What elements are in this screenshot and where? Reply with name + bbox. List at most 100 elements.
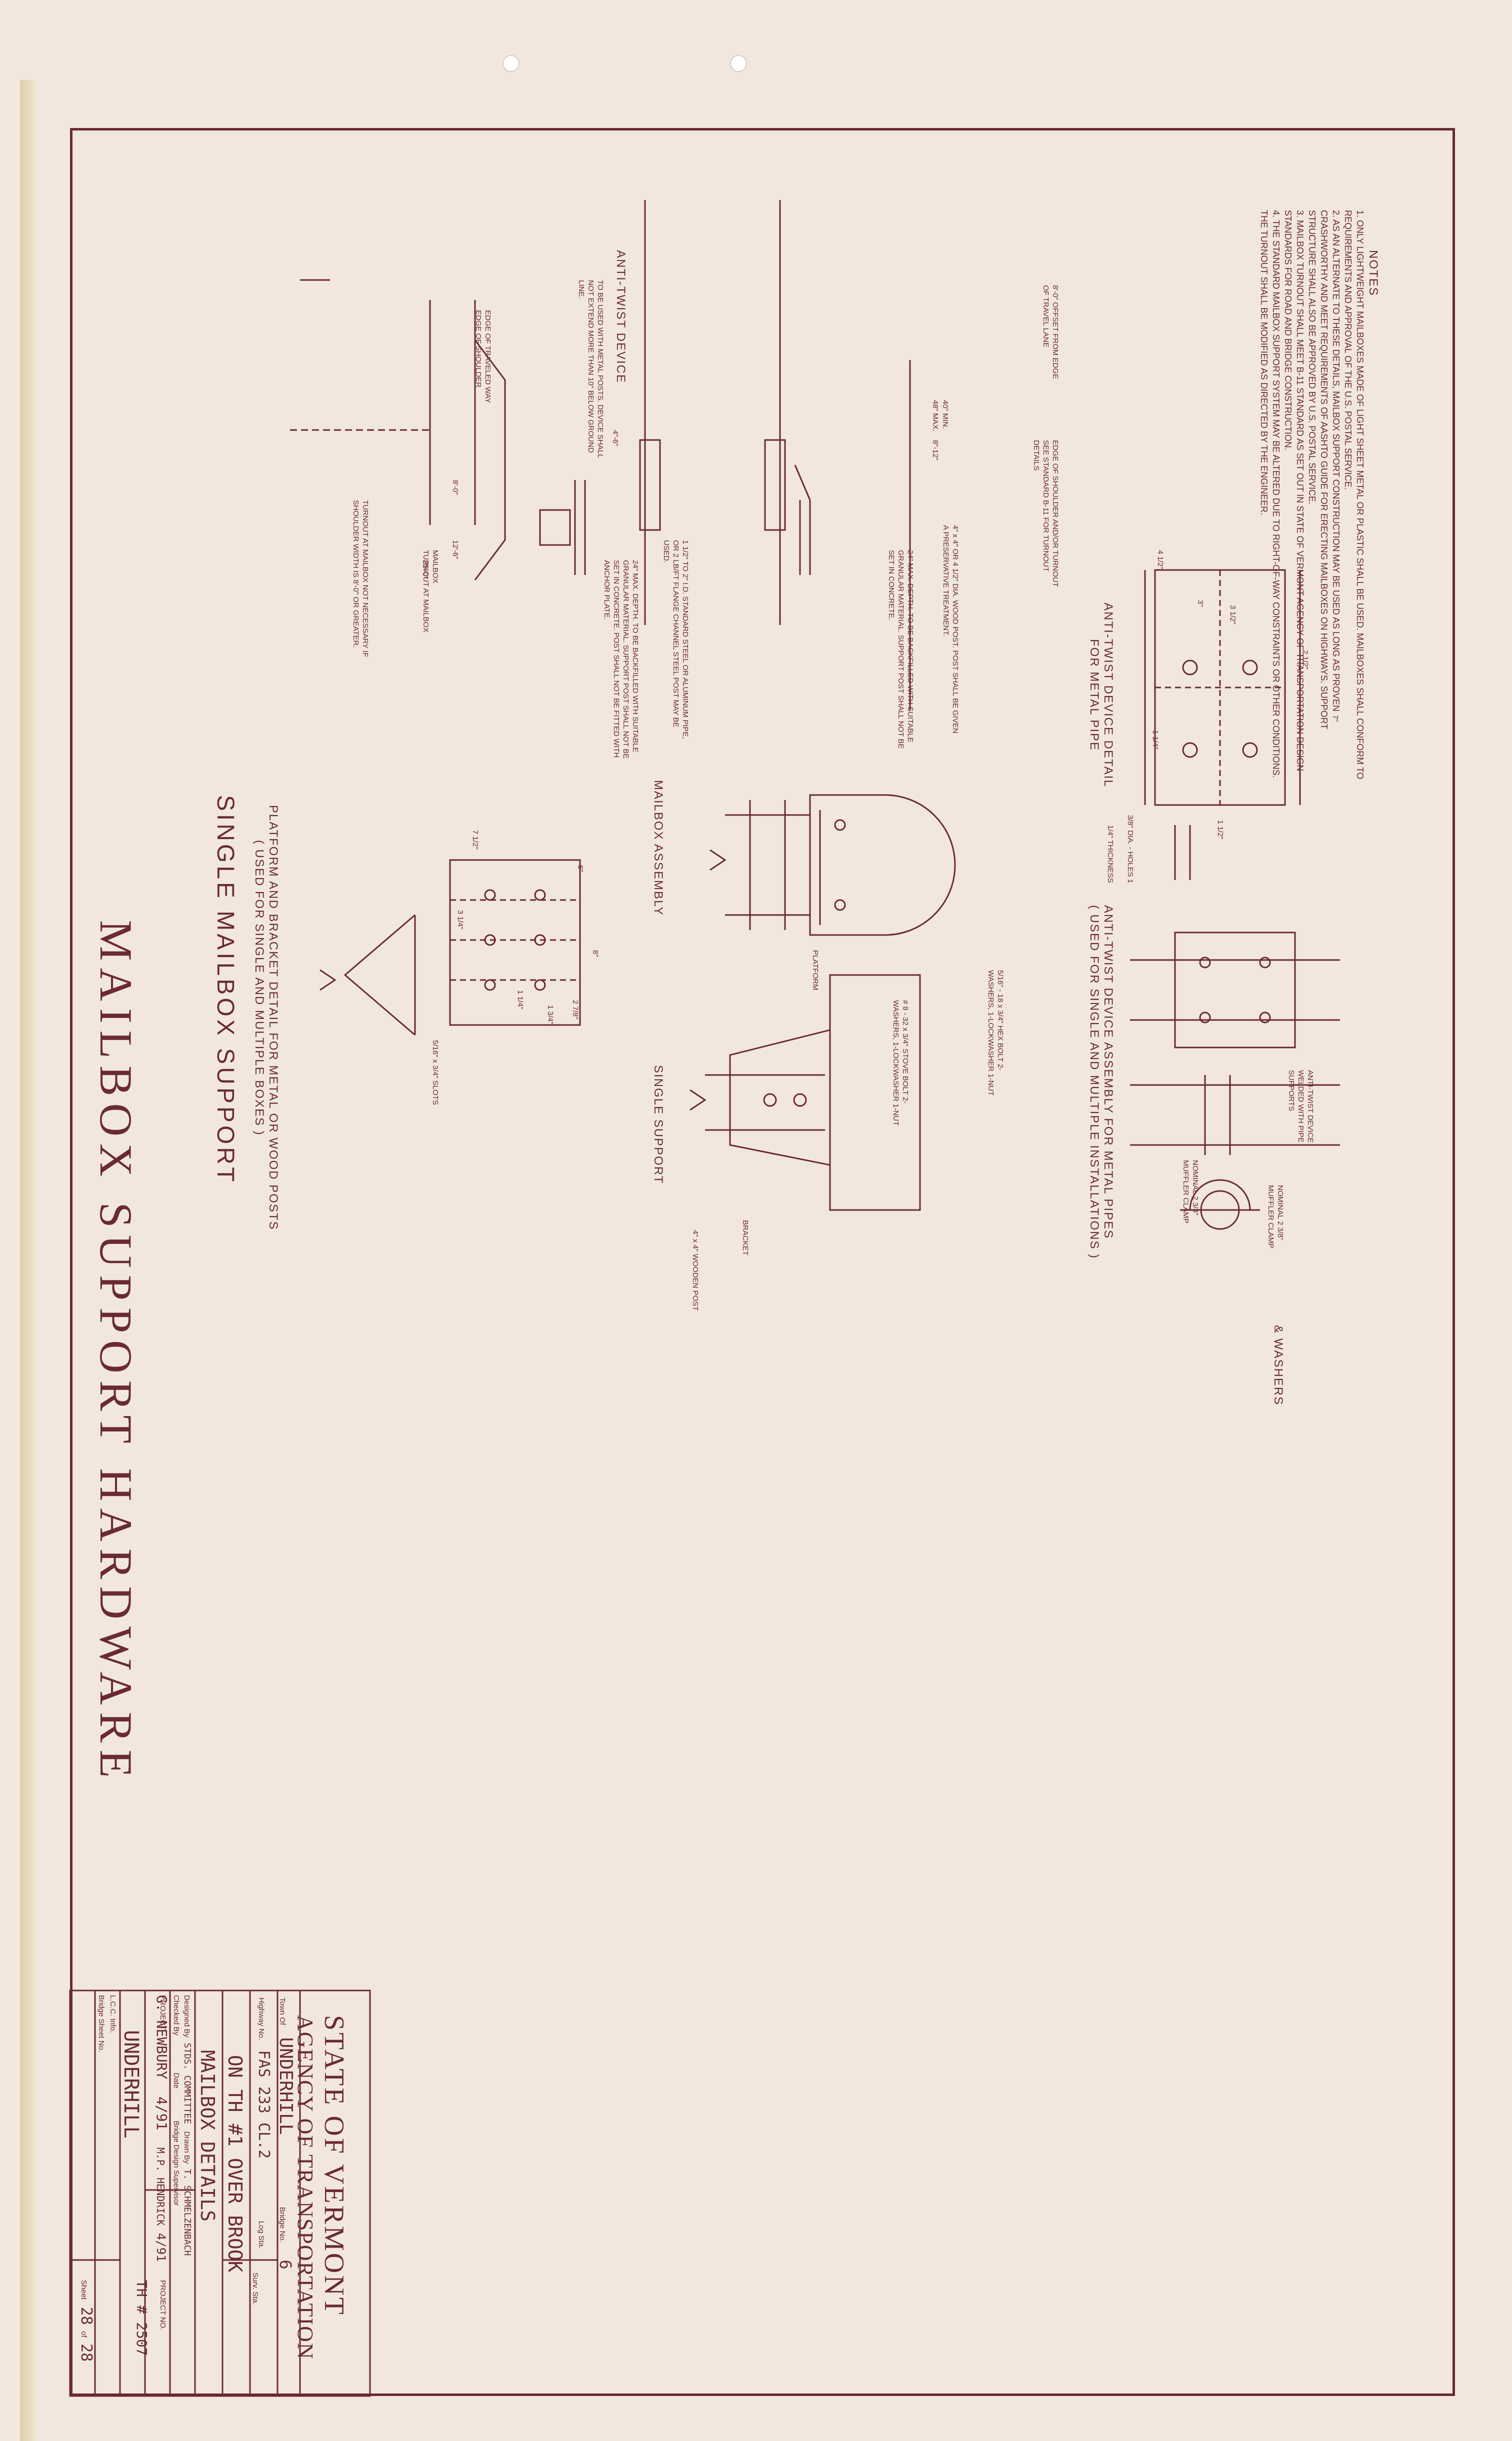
dim-label: 3 1/2" bbox=[1228, 605, 1237, 624]
anti-twist-assembly-caption-group: ANTI-TWIST DEVICE ASSEMBLY FOR METAL PIP… bbox=[1087, 905, 1115, 1259]
designed-by-value: STDS. COMMITTEE bbox=[182, 2042, 192, 2124]
punch-hole bbox=[730, 55, 747, 72]
bolt-spec-2-group: # 8 - 32 x 3/4" STOVE BOLT 2-WASHERS, 1-… bbox=[891, 1000, 910, 1130]
dim-group-t: 8"-12" bbox=[930, 440, 940, 460]
dim-group-u: 4"-6" bbox=[610, 430, 620, 446]
platform-bracket-caption: PLATFORM AND BRACKET DETAIL FOR METAL OR… bbox=[266, 805, 280, 1230]
dim-label: 8'-0" bbox=[451, 480, 460, 495]
log-sta-label: Log Sta. bbox=[257, 2220, 266, 2249]
platform-caption-group: PLATFORM AND BRACKET DETAIL FOR METAL OR… bbox=[252, 805, 280, 1230]
wooden-post-label-group: 4" x 4" WOODEN POST bbox=[690, 1230, 700, 1311]
highway-label: Highway No. bbox=[257, 1998, 266, 2040]
anti-twist-detail-caption: ANTI-TWIST DEVICE DETAIL FOR METAL PIPE bbox=[1088, 602, 1115, 788]
dim-group-n: 1 3/4" bbox=[546, 1005, 555, 1024]
anti-twist-welded-group: ANTI-TWIST DEVICE WELDED WITH PIPE SUPPO… bbox=[1286, 1070, 1315, 1150]
project-no-row: PROJECT NO. bbox=[158, 2280, 168, 2330]
dim-group-k: 3 1/4" bbox=[456, 910, 465, 930]
dim-label: 7" bbox=[1331, 715, 1340, 722]
dim-group-g: 7" bbox=[1330, 715, 1340, 722]
note-2: 2. AS AN ALTERNATE TO THESE DETAILS, MAI… bbox=[1307, 210, 1341, 730]
dim-label: 12'-6" bbox=[451, 540, 460, 560]
assembly-plate bbox=[1174, 932, 1296, 1048]
drawing-subtitle: SINGLE MAILBOX SUPPORT bbox=[212, 795, 238, 1185]
steel-post-label-group: 1 1/2" TO 2" I.D. STANDARD STEEL OR ALUM… bbox=[662, 540, 690, 750]
dim-label: 4"-6" bbox=[611, 430, 620, 446]
single-support-caption-group: SINGLE SUPPORT bbox=[651, 1065, 665, 1184]
dim-group-q: 8'-0" bbox=[450, 480, 460, 495]
drawn-by-label: Drawn By bbox=[182, 2131, 191, 2164]
designed-row: Designed By STDS. COMMITTEE Drawn By T. … bbox=[182, 1995, 192, 2256]
edge-of-shoulder-label: EDGE OF SHOULDER bbox=[474, 310, 482, 388]
bracket-label-group: BRACKET bbox=[740, 1220, 750, 1256]
sheet-number-value: 28 bbox=[78, 2306, 95, 2325]
dim-group-m: 2 7/8" bbox=[570, 1000, 580, 1020]
drawing-title-group: MAILBOX SUPPORT HARDWARE bbox=[90, 920, 142, 1784]
town-label: Town Of bbox=[278, 1998, 286, 2026]
dim-label: 1 1/4" bbox=[516, 990, 524, 1010]
supervisor-value: M.P. HENDRICK bbox=[154, 2147, 166, 2226]
highway-value: FAS 233 CL.2 bbox=[255, 2050, 272, 2159]
slots-label-group: 5/16" x 3/4" SLOTS bbox=[430, 1040, 440, 1105]
dim-label: 3 1/4" bbox=[456, 910, 464, 930]
notes-heading: NOTES bbox=[1366, 250, 1380, 296]
mailbox-label: MAILBOX bbox=[431, 550, 440, 584]
dim-label: 8"-12" bbox=[931, 440, 940, 460]
sheet-of-label: of bbox=[80, 2331, 88, 2338]
muffler-clamp-2-group: NOMINAL 2 3/8" MUFFLER CLAMP bbox=[1181, 1160, 1200, 1230]
project-label: PROJECT bbox=[158, 1995, 167, 2030]
wood-depth-label: 24" MAX. DEPTH. TO BE BACKFILLED WITH SU… bbox=[887, 550, 914, 749]
bracket bbox=[729, 1029, 830, 1166]
dim-group-e: 1 1/2" bbox=[1216, 820, 1225, 840]
muffler-clamp-group: NOMINAL 2 3/8" MUFFLER CLAMP bbox=[1266, 1185, 1285, 1255]
mailbox-assembly-caption-group: MAILBOX ASSEMBLY bbox=[651, 780, 665, 916]
single-support-caption: SINGLE SUPPORT bbox=[652, 1065, 665, 1184]
note-3: 3. MAILBOX TURNOUT SHALL MEET B-11 STAND… bbox=[1283, 210, 1305, 772]
anti-twist-assembly-caption: ANTI-TWIST DEVICE ASSEMBLY FOR METAL PIP… bbox=[1102, 905, 1115, 1240]
platform-bracket-subcaption: ( USED FOR SINGLE AND MULTIPLE BOXES ) bbox=[252, 840, 266, 1136]
project-no-label: PROJECT NO. bbox=[158, 2280, 167, 2330]
edge-traveled-way-label: EDGE OF TRAVELED WAY bbox=[484, 310, 492, 404]
muffler-clamp-label-2: NOMINAL 2 3/8" MUFFLER CLAMP bbox=[1182, 1160, 1200, 1224]
anti-twist-note-group: TO BE USED WITH METAL POSTS. DEVICE SHAL… bbox=[576, 280, 605, 460]
dim-label: 2 1/2" bbox=[1301, 650, 1310, 670]
checked-row: Checked By Date Bridge Design Supervisor bbox=[172, 1995, 181, 2206]
slots-label: 5/16" x 3/4" SLOTS bbox=[431, 1040, 440, 1105]
bolt-spec-1-group: 5/16" - 18 x 3/4" HEX BOLT 2-WASHERS, 1-… bbox=[986, 970, 1005, 1100]
agency-block: STATE OF VERMONT AGENCY OF TRANSPORTATIO… bbox=[292, 2015, 350, 2360]
dim-group-i: 6" bbox=[576, 865, 585, 872]
drawn-by-value: T. SCHMELZENBACH bbox=[182, 2169, 192, 2256]
dim-group-b: 3" bbox=[1196, 600, 1205, 607]
anti-twist-assembly-subcaption: ( USED FOR SINGLE AND MULTIPLE INSTALLAT… bbox=[1088, 905, 1101, 1260]
notes-block: NOTES 1. ONLY LIGHTWEIGHT MAILBOXES MADE… bbox=[1258, 210, 1380, 785]
dim-label: 2 7/8" bbox=[571, 1000, 580, 1020]
wood-depth-label-group: 24" MAX. DEPTH. TO BE BACKFILLED WITH SU… bbox=[886, 550, 915, 760]
dim-label: 4 1/2" bbox=[1156, 550, 1164, 570]
dim-group-h: 8" bbox=[590, 950, 600, 957]
edge-travel-lane-label-group: 8'-0" OFFSET FROM EDGE OF TRAVEL LANE bbox=[1041, 285, 1060, 385]
wooden-post-label: 4" x 4" WOODEN POST bbox=[691, 1230, 700, 1311]
bolt-spec-1: 5/16" - 18 x 3/4" HEX BOLT 2-WASHERS, 1-… bbox=[986, 970, 1004, 1096]
holes-label-group: 3/8" DIA. - HOLES 1 bbox=[1126, 815, 1135, 883]
dim-label: 7 1/2" bbox=[471, 830, 480, 850]
edge-shoulder-label: EDGE OF SHOULDER AND/OR TURNOUT SEE STAN… bbox=[1032, 440, 1060, 587]
platform bbox=[829, 974, 921, 1211]
anti-twist-detail-caption-group: ANTI-TWIST DEVICE DETAIL FOR METAL PIPE bbox=[1087, 590, 1115, 800]
steel-post-label: 1 1/2" TO 2" I.D. STANDARD STEEL OR ALUM… bbox=[662, 540, 690, 739]
anti-twist-welded-label: ANTI-TWIST DEVICE WELDED WITH PIPE SUPPO… bbox=[1287, 1070, 1314, 1143]
dim-group-r: 40" MIN. bbox=[940, 400, 950, 429]
dim-group-p: 25'-0" bbox=[420, 560, 430, 579]
dim-group-o: 12'-6" bbox=[450, 540, 460, 559]
location-row: ON TH #1 OVER BROOK bbox=[224, 2055, 246, 2272]
dim-label: 6" bbox=[576, 865, 584, 872]
sheet-total-value: 28 bbox=[78, 2344, 95, 2362]
muffler-clamp-label: NOMINAL 2 3/8" MUFFLER CLAMP bbox=[1266, 1185, 1284, 1248]
drawing-subtitle-group: SINGLE MAILBOX SUPPORT bbox=[212, 795, 239, 1184]
mailbox-assembly-caption: MAILBOX ASSEMBLY bbox=[652, 780, 665, 916]
checked-values-row: G. NEWBURY 4/91 M.P. HENDRICK 4/91 bbox=[154, 1995, 170, 2262]
agency-line-1: STATE OF VERMONT bbox=[318, 2015, 350, 2316]
project-no-value: TH # 2507 bbox=[134, 2280, 150, 2356]
highway-row: Highway No. FAS 233 CL.2 Log Sta. bbox=[255, 1998, 272, 2249]
note-1: 1. ONLY LIGHTWEIGHT MAILBOXES MADE OF LI… bbox=[1343, 210, 1365, 780]
sheet-title-row: MAILBOX DETAILS bbox=[196, 2050, 218, 2222]
